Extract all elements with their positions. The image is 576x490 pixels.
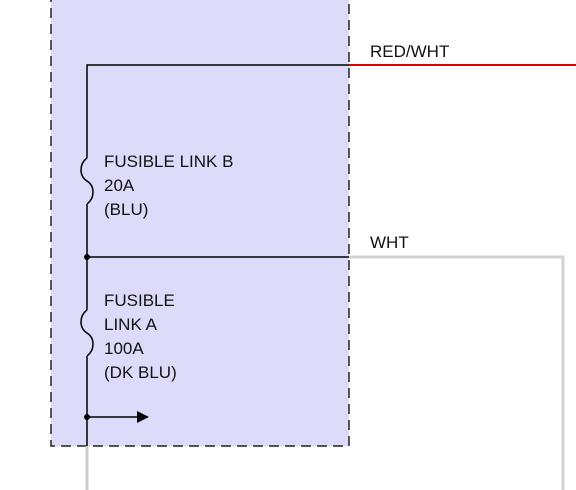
fuse-b-label-line-1: FUSIBLE LINK B bbox=[104, 152, 233, 171]
red-wht-label: RED/WHT bbox=[370, 42, 449, 61]
top-bus bbox=[86, 64, 349, 158]
wht-label: WHT bbox=[370, 233, 409, 252]
fuse-b-label-line-2: 20A bbox=[104, 176, 135, 195]
fuse-a-label-line-1: FUSIBLE bbox=[104, 291, 175, 310]
fuse-box bbox=[50, 0, 350, 447]
arrow-head-icon bbox=[137, 411, 149, 423]
fuse-a-label-line-2: LINK A bbox=[104, 315, 158, 334]
internal-wiring bbox=[80, 64, 349, 446]
junction-dot bbox=[84, 254, 90, 260]
fuse-b-label-line-3: (BLU) bbox=[104, 200, 148, 219]
junction-dot bbox=[84, 414, 90, 420]
fuse-a-label-line-4: (DK BLU) bbox=[104, 363, 177, 382]
wht-wire bbox=[349, 255, 565, 490]
fuse-b-symbol bbox=[80, 157, 94, 205]
fuse-a-symbol bbox=[80, 309, 94, 357]
fuse-a-label-line-3: 100A bbox=[104, 339, 144, 358]
